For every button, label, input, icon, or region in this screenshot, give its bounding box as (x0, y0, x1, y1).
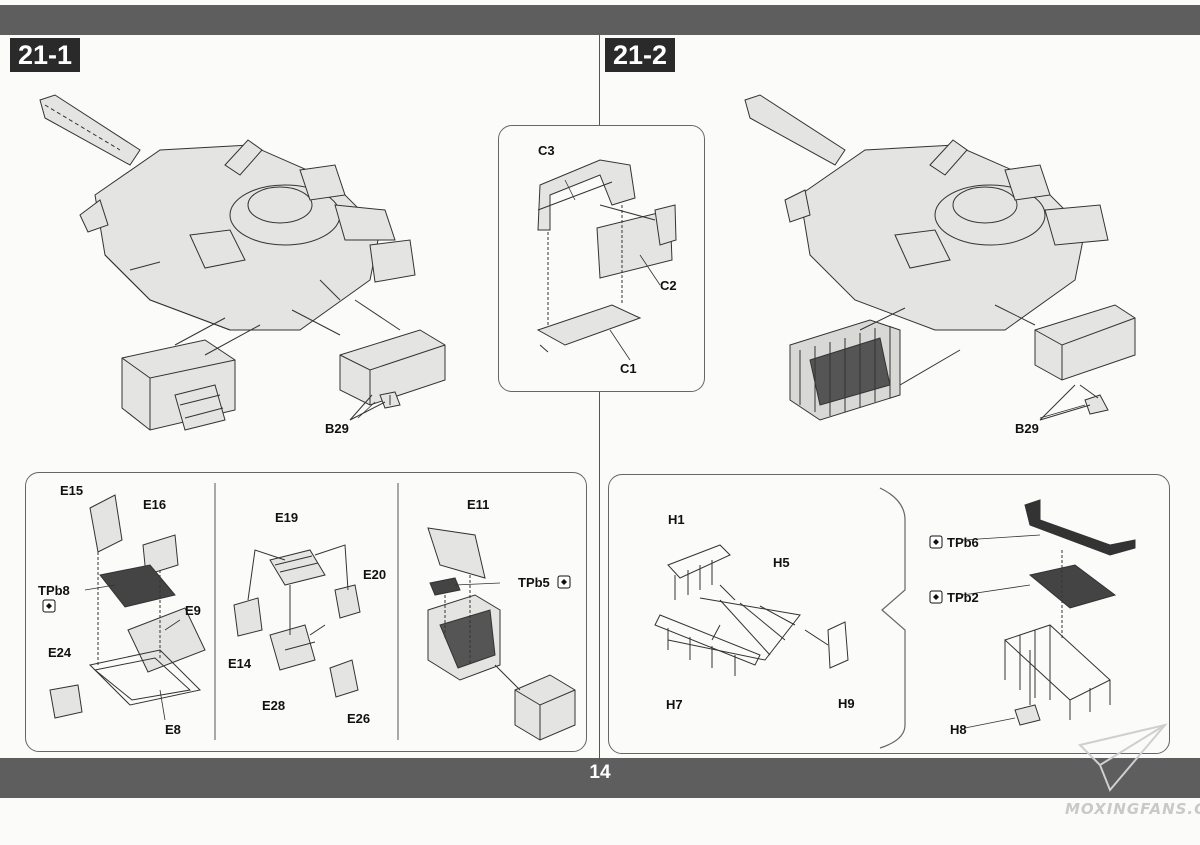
e-parts-drawing-2 (233, 549, 361, 698)
leader-lines (84, 179, 1086, 729)
assembly-arrows-e2 (247, 544, 349, 636)
label-h8: H8 (950, 722, 967, 737)
label-c1: C1 (620, 361, 637, 376)
label-e8: E8 (165, 722, 181, 737)
e-parts-drawing-3 (427, 527, 576, 741)
label-h7: H7 (666, 697, 683, 712)
e-parts-drawing-1 (49, 494, 206, 719)
assembly-arrows-e3 (444, 575, 521, 691)
step-21-1-title: 21-1 (10, 38, 81, 72)
label-b29-right: B29 (1015, 421, 1039, 436)
label-c3: C3 (538, 143, 555, 158)
label-e11: E11 (467, 497, 490, 512)
assembly-arrows-e1 (97, 552, 161, 665)
label-tpb8: TPb8 (38, 583, 70, 598)
page-number: 14 (589, 762, 611, 783)
label-c2: C2 (660, 278, 677, 293)
bottom-bar (0, 758, 1200, 798)
label-h1: H1 (668, 512, 685, 527)
label-h9: H9 (838, 696, 855, 711)
sub-assembly-h-panel (608, 474, 1170, 754)
label-e28: E28 (262, 698, 286, 713)
assembly-arrows-h2 (1029, 550, 1063, 705)
label-e16: E16 (143, 497, 167, 512)
label-e26: E26 (347, 711, 371, 726)
label-tpb6: TPb6 (947, 535, 979, 550)
label-e19: E19 (275, 510, 299, 525)
center-divider (599, 35, 600, 760)
label-e9: E9 (185, 603, 201, 618)
h-basket-drawing (1004, 499, 1136, 726)
tank-drawing-left (39, 94, 446, 431)
watermark-plane-icon (1078, 723, 1168, 792)
tank-drawing-right (744, 94, 1136, 421)
c-parts-drawing (536, 159, 677, 353)
assembly-arrows-right (859, 304, 1099, 421)
watermark-text: MOXINGFANS.COM (1065, 800, 1200, 818)
step-21-2-title: 21-2 (605, 38, 676, 72)
top-bar (0, 5, 1200, 35)
label-tpb5: TPb5 (518, 575, 550, 590)
assembly-arrows-c (547, 204, 656, 325)
label-e24: E24 (48, 645, 72, 660)
h-panel-callout-separator (879, 487, 906, 749)
label-e20: E20 (363, 567, 387, 582)
label-tpb2: TPb2 (947, 590, 979, 605)
h-parts-drawing (654, 544, 849, 676)
label-h5: H5 (773, 555, 790, 570)
label-b29-left: B29 (325, 421, 349, 436)
label-e15: E15 (60, 483, 84, 498)
assembly-arrows-h (711, 584, 829, 646)
photo-etch-icons (42, 535, 943, 613)
label-e14: E14 (228, 656, 252, 671)
assembly-arrows-left (174, 299, 401, 421)
